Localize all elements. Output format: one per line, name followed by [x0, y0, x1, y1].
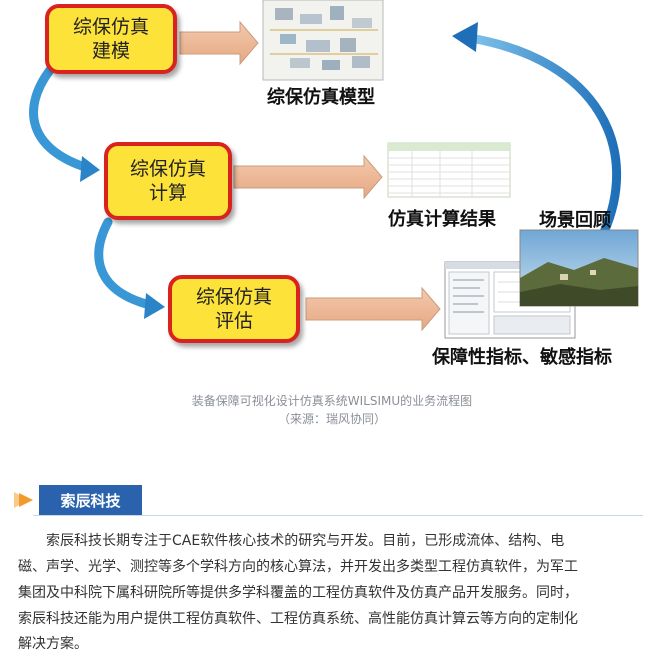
- output-label-results: 仿真计算结果: [388, 209, 496, 230]
- return-arc-arrowhead: [452, 22, 478, 52]
- paragraph-line-4: 索辰科技还能为用户提供工程仿真软件、工程仿真系统、高性能仿真计算云等方向的定制化: [18, 611, 578, 627]
- results-table-thumbnail: [387, 142, 511, 198]
- figure-caption-line1: 装备保障可视化设计仿真系统WILSIMU的业务流程图: [191, 394, 473, 408]
- section-divider: [33, 515, 643, 516]
- connector-1-2-head: [80, 156, 100, 182]
- step-evaluation-line2: 评估: [214, 310, 253, 332]
- step-computation-line2: 计算: [148, 182, 187, 204]
- arrow-model: [179, 20, 259, 66]
- scene-screenshot: [519, 229, 639, 307]
- diagram-graphics: [29, 0, 639, 339]
- triangle-marker-icon: [14, 492, 33, 508]
- paragraph-line-1: 索辰科技长期专注于CAE软件核心技术的研究与开发。目前，已形成流体、结构、电: [46, 533, 565, 549]
- section-title: 索辰科技: [39, 485, 142, 516]
- step-computation-line1: 综保仿真: [129, 158, 206, 180]
- return-arc-arrow: [465, 33, 622, 237]
- paragraph-line-3: 集团及中科院下属科研院所等提供多学科覆盖的工程仿真软件及仿真产品开发服务。同时，: [18, 585, 578, 601]
- output-label-indicators: 保障性指标、敏感指标: [432, 347, 612, 368]
- paragraph-line-5: 解决方案。: [18, 636, 88, 652]
- business-flow-diagram: 综保仿真 建模 综保仿真 计算 综保仿真 评估 综保仿真模型 仿真计算结果 场景…: [29, 0, 639, 368]
- step-computation-box: 综保仿真 计算: [104, 142, 232, 220]
- step-evaluation-box: 综保仿真 评估: [168, 275, 300, 343]
- connector-2-3-head: [144, 293, 165, 319]
- figure-caption-line2: （来源：瑞风协同）: [277, 412, 386, 426]
- connector-1-2: [29, 65, 93, 173]
- scene-review-label: 场景回顾: [539, 210, 611, 231]
- arrow-evaluate: [305, 286, 441, 332]
- arrow-compute: [233, 154, 383, 200]
- step-modeling-line1: 综保仿真: [72, 16, 149, 38]
- model-thumbnail: [262, 0, 384, 81]
- paragraph-line-2: 磁、声学、光学、测控等多个学科方向的核心算法，并开发出多类型工程仿真软件，为军工: [18, 559, 578, 575]
- step-modeling-box: 综保仿真 建模: [45, 4, 177, 74]
- connector-2-3: [94, 217, 155, 310]
- output-label-model: 综保仿真模型: [267, 87, 375, 108]
- step-evaluation-line1: 综保仿真: [195, 286, 272, 308]
- step-modeling-line2: 建模: [91, 40, 130, 62]
